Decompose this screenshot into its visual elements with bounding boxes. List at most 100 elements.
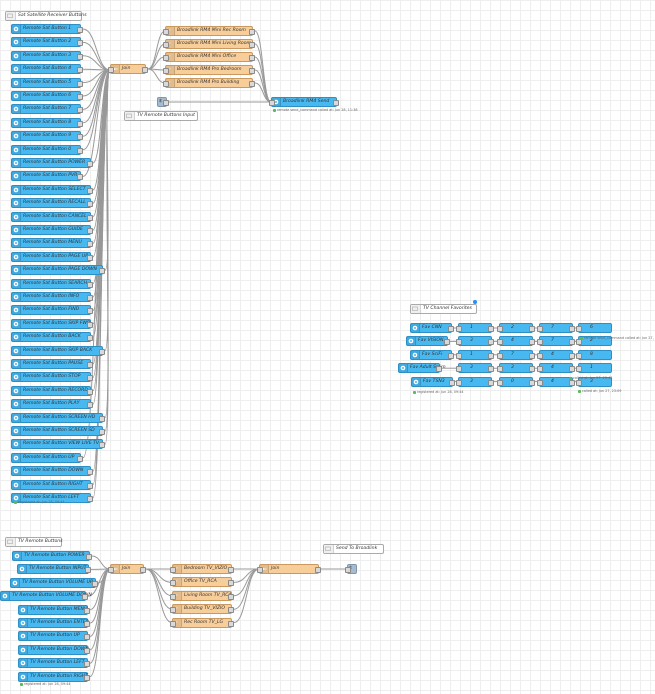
output-port[interactable] — [249, 42, 255, 48]
wire[interactable] — [82, 28, 111, 71]
output-port[interactable] — [87, 402, 93, 409]
output-port[interactable] — [87, 321, 93, 328]
output-port[interactable] — [77, 94, 83, 100]
wire[interactable] — [92, 69, 111, 298]
output-port[interactable] — [87, 335, 93, 342]
fav-digit-2-2[interactable]: 4 — [497, 336, 535, 347]
output-port[interactable] — [87, 254, 93, 261]
input-port[interactable] — [456, 366, 462, 373]
fav-button-4[interactable]: Fav Adult Swim — [398, 363, 446, 374]
output-port[interactable] — [87, 482, 93, 489]
tv-join-node[interactable]: Join — [108, 564, 146, 574]
output-port[interactable] — [228, 567, 234, 573]
sat-button-31[interactable]: Remote Sat Button SCREEN SD — [11, 426, 105, 436]
output-port[interactable] — [99, 268, 105, 275]
sat-button-36[interactable]: Remote Sat Button LEFT — [11, 493, 93, 503]
output-port[interactable] — [85, 567, 91, 574]
wire[interactable] — [254, 56, 272, 103]
output-port[interactable] — [77, 27, 83, 33]
input-port[interactable] — [576, 339, 582, 346]
input-port[interactable] — [163, 81, 169, 87]
output-port[interactable] — [529, 326, 535, 332]
sat-button-25[interactable]: Remote Sat Button SKIP BACK — [11, 345, 105, 356]
output-port[interactable] — [77, 455, 83, 462]
input-port[interactable] — [456, 379, 462, 386]
tv-target-2[interactable]: fOffice TV_RCA — [170, 577, 234, 588]
wire[interactable] — [92, 69, 111, 258]
tv-button-9[interactable]: TV Remote Button LEFT — [18, 658, 90, 669]
tv-button-3[interactable]: TV Remote Button VOLUME UP — [10, 577, 98, 588]
sat-button-6[interactable]: Remote Sat Button 6 — [11, 91, 83, 101]
output-port[interactable] — [99, 442, 105, 449]
output-port[interactable] — [140, 567, 146, 573]
fav-digit-4-2[interactable]: 3 — [497, 363, 535, 374]
output-port[interactable] — [87, 161, 93, 167]
output-port[interactable] — [77, 134, 83, 141]
sat-button-15[interactable]: Remote Sat Button CANCEL — [11, 211, 93, 222]
output-port[interactable] — [87, 362, 93, 368]
output-port[interactable] — [87, 496, 93, 502]
output-port[interactable] — [77, 174, 83, 181]
output-port[interactable] — [436, 366, 442, 373]
sat-button-1[interactable]: Remote Sat Button 1 — [11, 24, 83, 34]
output-port[interactable] — [488, 352, 494, 359]
input-port[interactable] — [497, 352, 503, 359]
wire[interactable] — [92, 69, 111, 325]
output-port[interactable] — [87, 281, 93, 288]
fav-digit-3-1[interactable]: 1 — [456, 349, 494, 360]
sat-button-16[interactable]: Remote Sat Button GUIDE — [11, 225, 93, 235]
output-port[interactable] — [99, 429, 105, 435]
wire[interactable] — [92, 69, 111, 365]
fav-digit-1-4[interactable]: 6 — [576, 323, 612, 333]
sat-button-3[interactable]: Remote Sat Button 3 — [11, 50, 83, 61]
wire[interactable] — [254, 43, 272, 103]
fav-digit-5-4[interactable]: 3 — [576, 376, 612, 387]
output-port[interactable] — [333, 100, 339, 106]
sat-target-3[interactable]: fBroadlink RM4 Mini Office — [163, 52, 255, 62]
sat-target-2[interactable]: fBroadlink RM4 Mini Living Room — [163, 39, 255, 49]
output-port[interactable] — [449, 379, 455, 386]
input-port[interactable] — [576, 326, 582, 332]
wire[interactable] — [82, 69, 111, 151]
sat-button-33[interactable]: Remote Sat Button UP — [11, 452, 83, 463]
tv-target-4[interactable]: fBuilding TV_VIZIO — [170, 604, 234, 615]
output-port[interactable] — [82, 594, 88, 601]
comment-send-to-broadlink[interactable]: Send To Broadlink — [323, 544, 384, 554]
output-port[interactable] — [77, 80, 83, 87]
wire[interactable] — [92, 69, 111, 164]
wire[interactable] — [233, 568, 260, 624]
output-port[interactable] — [84, 621, 90, 627]
sat-button-17[interactable]: Remote Sat Button MENU — [11, 238, 93, 249]
output-port[interactable] — [87, 241, 93, 248]
comment-sat-title[interactable]: Sat Satellite Receiver Buttons — [5, 11, 87, 21]
sat-button-28[interactable]: Remote Sat Button RECORD — [11, 385, 93, 396]
wire[interactable] — [147, 30, 166, 70]
output-port[interactable] — [228, 620, 234, 627]
tv-button-6[interactable]: TV Remote Button ENTER — [18, 618, 90, 628]
wire[interactable] — [145, 568, 173, 597]
input-port[interactable] — [163, 55, 169, 61]
sat-button-13[interactable]: Remote Sat Button SELECT — [11, 184, 93, 195]
output-port[interactable] — [87, 308, 93, 315]
wire[interactable] — [82, 68, 111, 71]
sat-button-34[interactable]: Remote Sat Button DOWN — [11, 466, 93, 477]
wire[interactable] — [92, 69, 111, 191]
comment-tv-remote-input[interactable]: TV Remote Buttons Input — [124, 111, 198, 121]
fav-digit-5-3[interactable]: 4 — [537, 376, 575, 387]
sat-button-20[interactable]: Remote Sat Button SEARCH — [11, 278, 93, 289]
output-port[interactable] — [163, 100, 169, 106]
sat-button-12[interactable]: Remote Sat Button PVR — [11, 171, 83, 182]
input-port[interactable] — [108, 67, 114, 73]
output-port[interactable] — [529, 379, 535, 386]
input-port[interactable] — [170, 593, 176, 600]
output-port[interactable] — [77, 147, 83, 154]
input-port[interactable] — [170, 567, 176, 573]
tv-target-5[interactable]: fRec Room TV_LG — [170, 617, 234, 628]
tv-button-1[interactable]: TV Remote Button POWER — [12, 551, 92, 561]
output-port[interactable] — [249, 29, 255, 35]
output-port[interactable] — [569, 379, 575, 386]
wire[interactable] — [254, 69, 272, 103]
wire[interactable] — [82, 69, 111, 110]
input-port[interactable] — [576, 379, 582, 386]
wire[interactable] — [145, 568, 173, 583]
